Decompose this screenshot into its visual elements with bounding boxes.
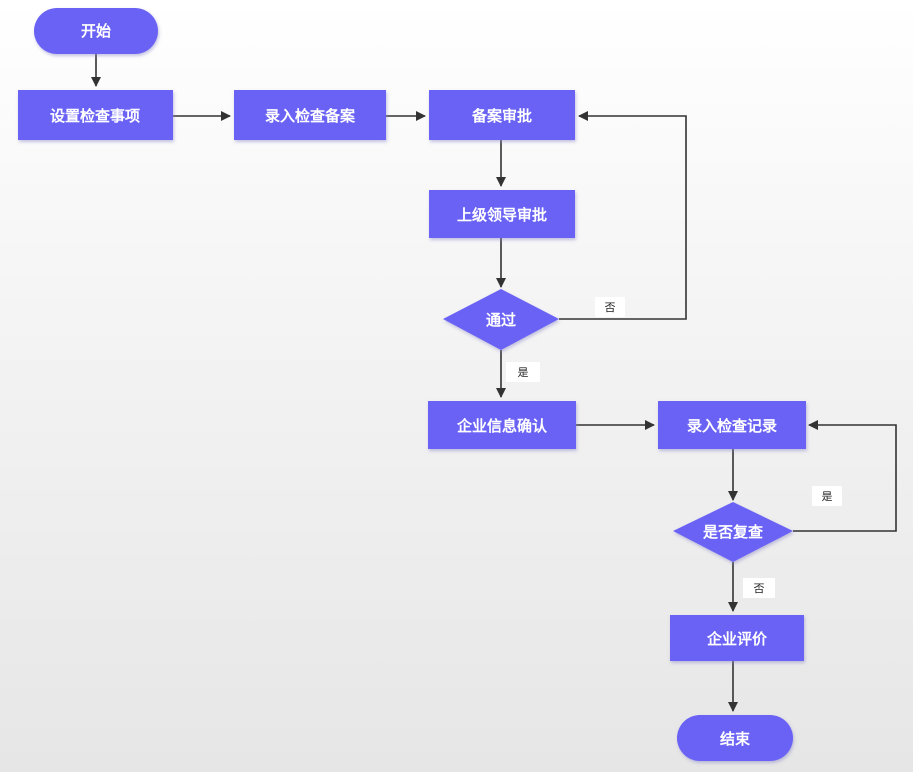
node-start[interactable]: 开始 (34, 8, 158, 54)
edges (91, 54, 897, 712)
node-company-confirm[interactable]: 企业信息确认 (428, 401, 576, 449)
node-passed-decision[interactable]: 通过 (443, 289, 559, 350)
node-enter-record[interactable]: 录入检查记录 (658, 401, 806, 449)
node-recheck-label: 是否复查 (702, 523, 764, 541)
svg-text:否: 否 (754, 582, 765, 595)
node-passed-label: 通过 (486, 311, 516, 329)
node-enter-filing[interactable]: 录入检查备案 (234, 90, 386, 140)
edge-label-recheck-no: 否 (743, 578, 775, 598)
edge-label-recheck-yes: 是 (812, 486, 842, 506)
edge-passed-no-loop (559, 111, 687, 320)
svg-text:否: 否 (605, 301, 616, 314)
edge-label-passed-no: 否 (595, 297, 625, 317)
node-company-confirm-label: 企业信息确认 (456, 417, 548, 435)
node-company-eval-label: 企业评价 (706, 630, 768, 648)
node-superior-approval[interactable]: 上级领导审批 (429, 190, 575, 238)
node-filing-approval-label: 备案审批 (471, 107, 532, 125)
svg-text:是: 是 (822, 490, 833, 503)
node-enter-record-label: 录入检查记录 (687, 417, 777, 435)
node-set-items[interactable]: 设置检查事项 (18, 90, 173, 140)
node-set-items-label: 设置检查事项 (50, 107, 140, 125)
node-recheck-decision[interactable]: 是否复查 (673, 502, 793, 562)
edge-recheck-yes-loop (793, 420, 897, 532)
node-end-label: 结束 (720, 730, 751, 748)
node-filing-approval[interactable]: 备案审批 (429, 90, 575, 140)
node-superior-approval-label: 上级领导审批 (457, 206, 547, 224)
edge-label-passed-yes: 是 (506, 362, 540, 382)
node-end[interactable]: 结束 (677, 715, 793, 761)
svg-text:是: 是 (518, 366, 529, 379)
node-company-eval[interactable]: 企业评价 (670, 615, 804, 661)
node-start-label: 开始 (81, 22, 111, 40)
node-enter-filing-label: 录入检查备案 (265, 107, 356, 125)
